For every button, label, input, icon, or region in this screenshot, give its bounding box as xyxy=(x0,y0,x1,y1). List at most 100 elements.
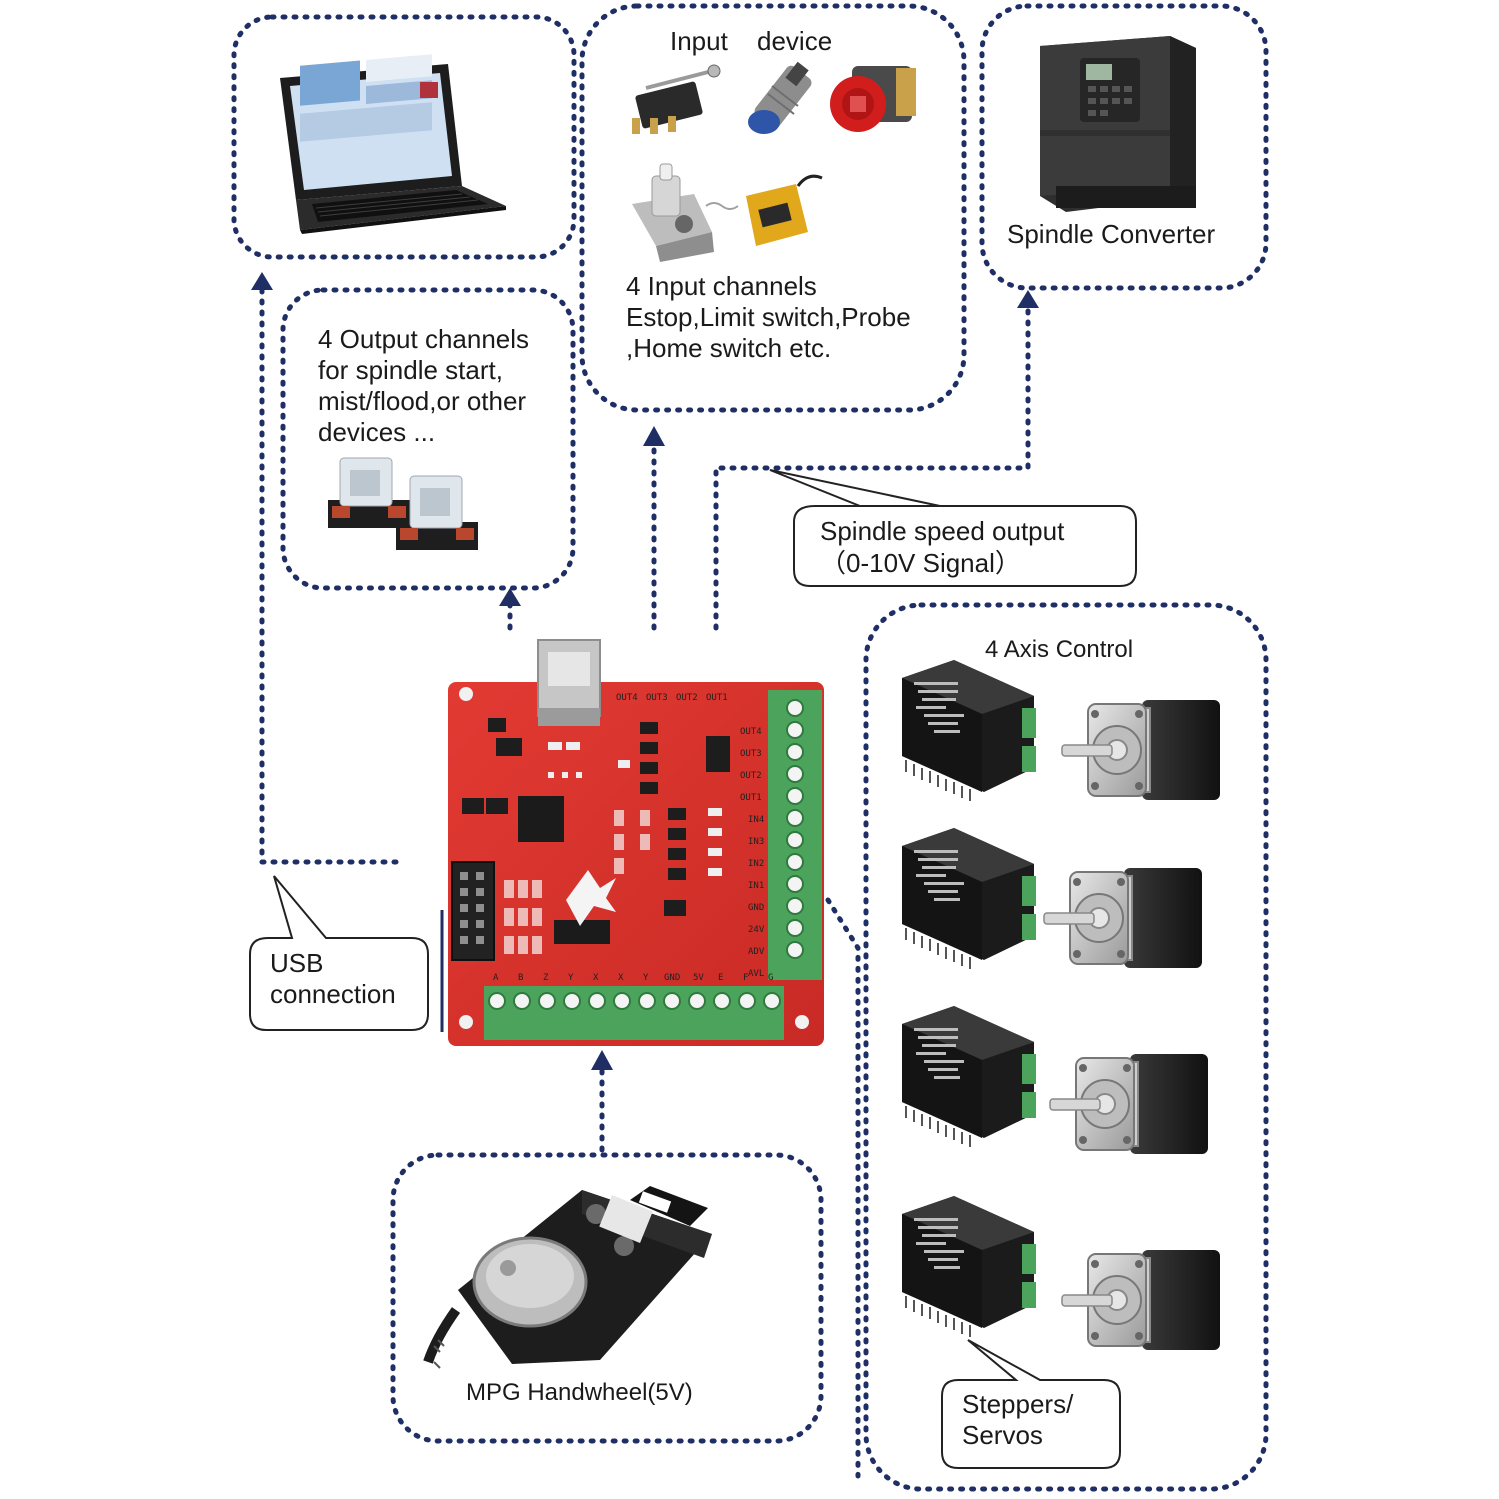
axis-wire xyxy=(825,897,861,1479)
stepper-driver-4 xyxy=(901,1195,1037,1338)
right-terminal-hole xyxy=(786,919,804,937)
board-label-out3: OUT3 xyxy=(740,749,762,759)
usb-callout xyxy=(249,875,429,1031)
spindle-converter-image xyxy=(1040,36,1196,212)
right-terminal-hole xyxy=(786,699,804,717)
board-label-in1: IN1 xyxy=(748,881,764,891)
axis-control-label: 4 Axis Control xyxy=(985,636,1133,663)
board-label-top-out3: OUT3 xyxy=(646,693,668,703)
board-label-24v: 24V xyxy=(748,925,765,935)
board-label-bottom-4: X xyxy=(593,973,599,983)
input-channels-line-2: Estop,Limit switch,Probe xyxy=(626,302,911,332)
input-device-label-1: Input xyxy=(670,26,729,56)
home-switch-image xyxy=(632,163,739,262)
mpg-arrow-head xyxy=(591,1050,613,1070)
spindle-converter-box xyxy=(979,3,1269,291)
input-channels-line-3: ,Home switch etc. xyxy=(626,333,831,363)
board-label-out4: OUT4 xyxy=(740,727,762,737)
board-label-in3: IN3 xyxy=(748,837,764,847)
laptop-box xyxy=(231,14,577,260)
bottom-terminal-hole xyxy=(513,992,531,1010)
output-channels-line-2: for spindle start, xyxy=(318,355,503,385)
usb-wire xyxy=(259,287,399,865)
board-label-bottom-10: F xyxy=(743,973,748,983)
bottom-terminal-hole xyxy=(613,992,631,1010)
inductive-sensor-image xyxy=(746,174,823,246)
board-label-bottom-11: G xyxy=(768,973,773,983)
laptop-illustration xyxy=(280,54,506,234)
input-device-box xyxy=(579,3,967,413)
board-label-bottom-8: 5V xyxy=(693,973,704,983)
bottom-terminal-hole xyxy=(488,992,506,1010)
board-label-bottom-7: GND xyxy=(664,973,680,983)
right-terminal-hole xyxy=(786,897,804,915)
axis-control-box xyxy=(863,602,1269,1492)
right-terminal-hole xyxy=(786,809,804,827)
board-label-in4: IN4 xyxy=(748,815,764,825)
right-terminal-hole xyxy=(786,831,804,849)
board-label-bottom-1: B xyxy=(518,973,523,983)
right-terminal-hole xyxy=(786,941,804,959)
board-label-out2: OUT2 xyxy=(740,771,762,781)
bottom-terminal-hole xyxy=(638,992,656,1010)
stepper-driver-2 xyxy=(901,827,1037,970)
mpg-handwheel-image xyxy=(423,1186,712,1369)
input-arrow-head xyxy=(643,426,665,446)
usb-label-line-1: USB xyxy=(270,948,323,978)
spindle-converter-label: Spindle Converter xyxy=(1007,219,1215,249)
usb-arrow-head xyxy=(251,272,273,290)
right-terminal-hole xyxy=(786,721,804,739)
bottom-terminal-hole xyxy=(538,992,556,1010)
controller-board-image: OUT4 OUT3 OUT2 OUT1 IN4 IN3 IN2 IN1 GND … xyxy=(448,639,824,1046)
board-label-bottom-0: A xyxy=(493,973,499,983)
bottom-terminal-holes xyxy=(488,992,781,1010)
micro-switch-image xyxy=(632,64,721,134)
spindle-arrow-head xyxy=(1017,290,1039,308)
stepper-motor-2 xyxy=(1043,867,1203,969)
right-terminal-hole xyxy=(786,853,804,871)
board-label-out1: OUT1 xyxy=(740,793,762,803)
board-label-top-out1: OUT1 xyxy=(706,693,728,703)
bottom-terminal-hole xyxy=(688,992,706,1010)
mpg-label: MPG Handwheel(5V) xyxy=(466,1379,693,1406)
relay-image-2 xyxy=(396,475,478,550)
board-label-top-out2: OUT2 xyxy=(676,693,698,703)
output-channels-line-4: devices ... xyxy=(318,417,435,447)
laptop-keyboard xyxy=(312,190,488,222)
board-label-bottom-2: Z xyxy=(543,973,549,983)
bottom-terminal-block xyxy=(484,986,784,1040)
estop-button-image xyxy=(830,66,916,132)
spindle-speed-callout xyxy=(769,469,1137,587)
output-channels-box xyxy=(280,287,576,591)
bottom-terminal-hole xyxy=(588,992,606,1010)
bottom-terminal-hole xyxy=(663,992,681,1010)
board-label-bottom-5: X xyxy=(618,973,624,983)
steppers-callout xyxy=(941,1339,1121,1469)
board-label-bottom-9: E xyxy=(718,973,723,983)
board-label-bottom-6: Y xyxy=(643,973,649,983)
spindle-wire xyxy=(713,305,1031,631)
stepper-motor-3 xyxy=(1049,1053,1209,1155)
stepper-motor-4 xyxy=(1061,1249,1221,1351)
bottom-terminal-hole xyxy=(738,992,756,1010)
laptop-screen-content xyxy=(300,54,438,142)
bottom-terminal-hole xyxy=(713,992,731,1010)
input-channels-line-1: 4 Input channels xyxy=(626,271,817,301)
steppers-label-line-2: Servos xyxy=(962,1420,1043,1450)
usb-label-line-2: connection xyxy=(270,979,396,1009)
steppers-label-line-1: Steppers/ xyxy=(962,1389,1074,1419)
board-label-in2: IN2 xyxy=(748,859,764,869)
board-logo-bird xyxy=(566,870,616,926)
right-terminal-holes xyxy=(786,699,804,959)
input-device-label-2: device xyxy=(757,26,832,56)
right-terminal-hole xyxy=(786,875,804,893)
bottom-terminal-hole xyxy=(563,992,581,1010)
output-arrow-head xyxy=(499,588,521,606)
board-label-adv: ADV xyxy=(748,947,765,957)
proximity-sensor-image xyxy=(748,61,812,134)
right-terminal-hole xyxy=(786,765,804,783)
right-terminal-hole xyxy=(786,787,804,805)
stepper-driver-1 xyxy=(901,659,1037,802)
stepper-motor-1 xyxy=(1061,699,1221,801)
